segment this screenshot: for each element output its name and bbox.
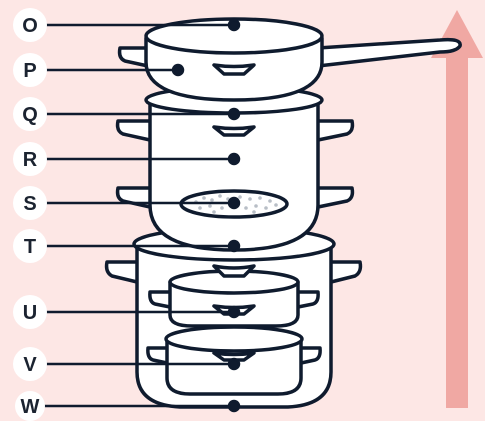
- svg-text:W: W: [21, 396, 40, 418]
- label-r: R: [13, 142, 47, 176]
- svg-text:T: T: [24, 236, 36, 258]
- label-w: W: [15, 391, 45, 421]
- svg-text:R: R: [23, 149, 38, 171]
- svg-text:V: V: [23, 354, 37, 376]
- label-v: V: [13, 347, 47, 381]
- svg-text:U: U: [23, 302, 37, 324]
- label-q: Q: [13, 97, 47, 131]
- label-o: O: [13, 8, 47, 42]
- label-u: U: [13, 295, 47, 329]
- label-s: S: [13, 186, 47, 220]
- label-badges: O P Q R S T U: [13, 8, 47, 421]
- up-arrow-icon: [431, 10, 483, 408]
- svg-text:Q: Q: [22, 104, 38, 126]
- label-p: P: [13, 53, 47, 87]
- svg-text:O: O: [22, 15, 38, 37]
- svg-text:S: S: [23, 193, 36, 215]
- svg-text:P: P: [23, 60, 36, 82]
- label-t: T: [13, 229, 47, 263]
- skillet-icon: [120, 19, 461, 100]
